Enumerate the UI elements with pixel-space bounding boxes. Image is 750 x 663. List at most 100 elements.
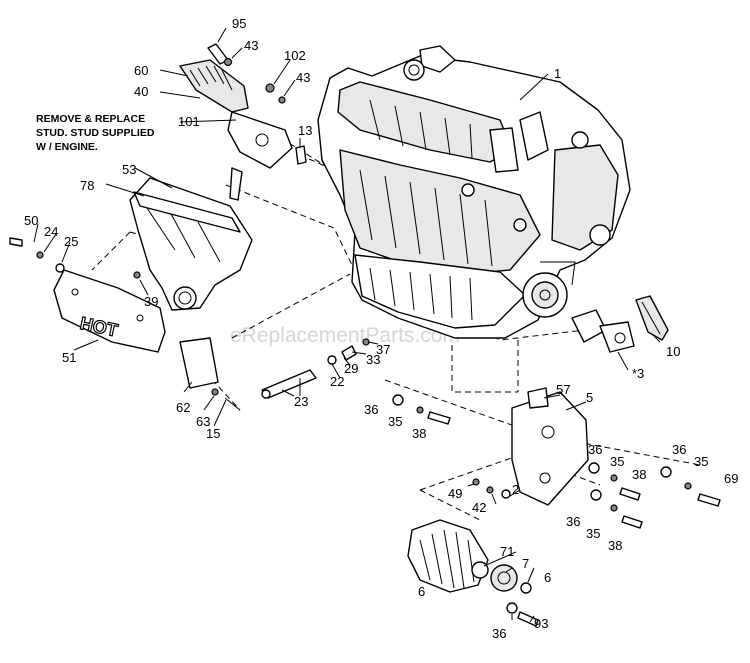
part-42-washer [486,486,494,494]
exhaust-manifold [129,177,253,311]
callout-36-c: 36 [672,442,686,457]
callout-29: 29 [344,361,358,376]
part-35-washer-b [610,474,618,482]
callout-10: 10 [666,344,680,359]
callout-25: 25 [64,234,78,249]
callout-63: 63 [196,414,210,429]
part-29-fitting [341,345,357,361]
callout-6-alternator: 6 [418,584,425,599]
alternator [407,519,539,627]
callout-35-c: 35 [694,454,708,469]
callout-69: 69 [724,471,738,486]
callout-43: 43 [244,38,258,53]
callout-42: 42 [472,500,486,515]
callout-35-d: 35 [586,526,600,541]
heat-shield: HOT [9,237,166,353]
part-51-heat-shield [53,269,166,353]
callout-102: 102 [284,48,306,63]
part-71-fan [471,561,489,579]
callout-38-d: 38 [608,538,622,553]
engine-assembly [317,45,631,339]
callout-101: 101 [178,114,200,129]
callout-43-b: 43 [296,70,310,85]
callout-22: 22 [330,374,344,389]
callout-7: 7 [522,556,529,571]
callout-60: 60 [134,63,148,78]
part-35-washer-a [416,406,424,414]
part-35-washer-d [610,504,618,512]
note-line-1: REMOVE & REPLACE [36,113,145,125]
callout-57: 57 [556,382,570,397]
callout-39: 39 [144,294,158,309]
callout-3: *3 [632,366,644,381]
callout-2: 2 [512,482,519,497]
part-38-bolt-d [621,515,643,529]
part-69-bolt [697,493,721,507]
sensor-parts [261,338,370,399]
part-36-washer-c [660,466,672,478]
callout-40: 40 [134,84,148,99]
part-35-washer-c [684,482,692,490]
callout-5: 5 [586,390,593,405]
part-43-washer-2 [278,96,286,104]
leader-lines [33,27,661,623]
callout-95: 95 [232,16,246,31]
part-24-washer [36,251,44,259]
note-line-3: W / ENGINE. [36,141,98,153]
part-101-stud [229,167,243,201]
callout-36-b: 36 [588,442,602,457]
callout-15: 15 [206,426,220,441]
callout-38-b: 38 [632,467,646,482]
part-36-washer-d [590,489,602,501]
callout-78: 78 [80,178,94,193]
part-7-pulley [490,564,518,592]
callout-23: 23 [294,394,308,409]
part-60-coil-pack [179,59,249,113]
callout-53: 53 [122,162,136,177]
part-93-bolt [517,611,539,627]
coil-and-bracket-parts [179,43,307,201]
callout-35-a: 35 [388,414,402,429]
watermark-text: eReplacementParts.com [230,324,460,347]
part-10-belt [635,295,669,341]
part-101-bracket [227,111,293,169]
callout-37: 37 [376,342,390,357]
part-62-shield [179,337,219,389]
callout-24: 24 [44,224,58,239]
callout-35-b: 35 [610,454,624,469]
callout-49: 49 [448,486,462,501]
note-line-2: STUD. STUD SUPPLIED [36,127,155,139]
part-36-washer-a [392,394,404,406]
callout-1: 1 [554,66,561,81]
callout-38-a: 38 [412,426,426,441]
manifold-outlet [173,286,197,310]
part-5-bracket [511,391,589,506]
callout-50: 50 [24,213,38,228]
part-38-bolt-a [427,411,451,425]
callout-51: 51 [62,350,76,365]
part-57-spacer [527,387,549,409]
callout-36-d: 36 [566,514,580,529]
part-22-washer [327,355,337,365]
part-50-bolt [9,237,23,247]
instruction-note: REMOVE & REPLACE STUD. STUD SUPPLIED W /… [36,113,155,153]
part-6-nut [520,582,532,594]
callout-36-a: 36 [364,402,378,417]
part-36-washer-b [588,462,600,474]
callout-36-e: 36 [492,626,506,641]
part-63-nut [211,388,219,396]
part-53-gasket [133,191,241,233]
part-43-washer [223,57,233,67]
part-49-stud [472,478,480,486]
part-102-nut [265,83,275,93]
small-shield [179,337,241,411]
part-36-washer-e [506,602,518,614]
callout-6-nut: 6 [544,570,551,585]
callout-33: 33 [366,352,380,367]
callout-93: 93 [534,616,548,631]
callout-labels: 95 43 60 40 102 43 1 101 13 53 78 50 24 … [24,16,738,641]
part-39-nut [133,271,141,279]
callout-13: 13 [298,123,312,138]
